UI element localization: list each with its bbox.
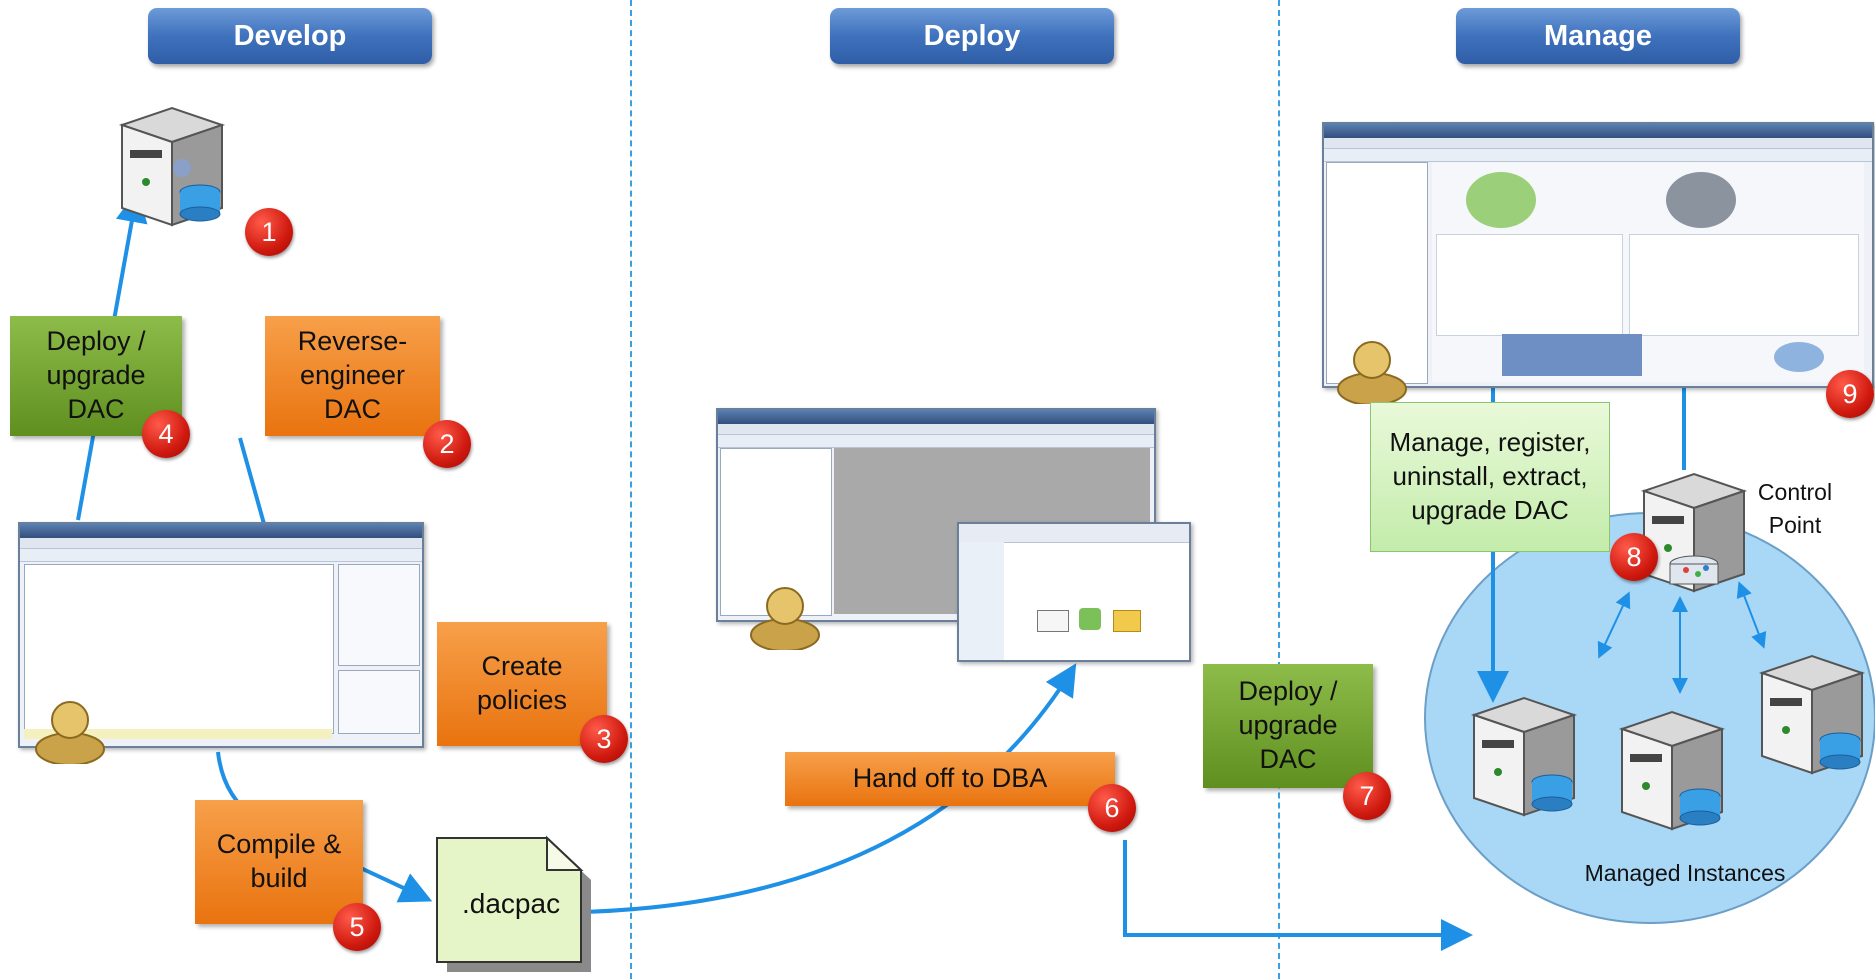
deploy-wizard-screenshot (957, 522, 1191, 662)
header-deploy: Deploy (830, 8, 1114, 64)
step-badge-1: 1 (245, 208, 293, 256)
manage-register-dac-box: Manage, register, uninstall, extract, up… (1370, 402, 1610, 552)
header-manage: Manage (1456, 8, 1740, 64)
visual-studio-screenshot (18, 522, 424, 748)
reverse-engineer-dac-box: Reverse-engineer DAC (265, 316, 440, 436)
step-badge-9: 9 (1826, 370, 1874, 418)
managed-instance-server-icon (1618, 710, 1726, 831)
step-badge-4: 4 (142, 410, 190, 458)
divider-deploy-manage (1278, 0, 1280, 979)
header-develop: Develop (148, 8, 432, 64)
managed-instance-server-icon (1758, 654, 1866, 775)
managed-instances-label: Managed Instances (1584, 860, 1786, 886)
dacpac-file-icon (436, 835, 591, 972)
control-point-server-icon (1640, 472, 1748, 593)
manager-avatar-icon (1337, 341, 1407, 404)
step-badge-3: 3 (580, 715, 628, 763)
utility-explorer-screenshot (1322, 122, 1874, 388)
managed-instance-server-icon (1470, 696, 1578, 817)
dacpac-label: .dacpac (462, 888, 561, 919)
control-point-label: Control Point (1757, 479, 1833, 539)
step-badge-7: 7 (1343, 772, 1391, 820)
step-badge-2: 2 (423, 420, 471, 468)
compile-build-box: Compile & build (195, 800, 363, 924)
step-badge-8: 8 (1610, 533, 1658, 581)
divider-develop-deploy (630, 0, 632, 979)
step-badge-6: 6 (1088, 784, 1136, 832)
user-avatar-icon (35, 701, 105, 764)
create-policies-box: Create policies (437, 622, 607, 746)
hand-off-to-dba-box: Hand off to DBA (785, 752, 1115, 806)
database-server-icon (118, 106, 226, 227)
dba-avatar-icon (750, 587, 820, 650)
step-badge-5: 5 (333, 903, 381, 951)
deploy-upgrade-dac-box-left: Deploy / upgrade DAC (10, 316, 182, 436)
deploy-upgrade-dac-box-mid: Deploy / upgrade DAC (1203, 664, 1373, 788)
